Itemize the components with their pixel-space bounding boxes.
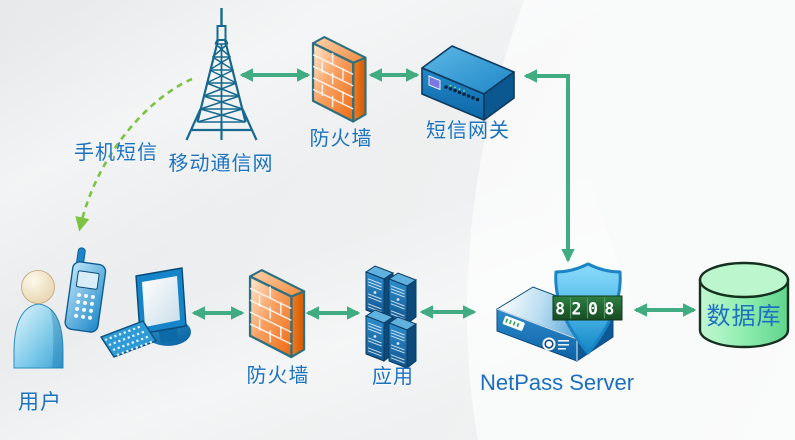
shield-code: 8208 bbox=[555, 300, 621, 319]
firewall-icon bbox=[248, 268, 306, 359]
keyboard-icon bbox=[100, 320, 157, 358]
radio-tower-icon bbox=[185, 8, 258, 141]
label-application: 应用 bbox=[372, 366, 414, 388]
label-database: 数据库 bbox=[706, 303, 782, 330]
label-user: 用户 bbox=[18, 391, 62, 414]
mobile-phone-icon bbox=[64, 247, 107, 333]
elbow-connector-gateway-netpass bbox=[523, 69, 575, 263]
network-appliance-icon bbox=[421, 45, 515, 121]
label-mobile-sms: 手机短信 bbox=[74, 142, 158, 164]
firewall-icon bbox=[311, 35, 367, 123]
server-stack-icon bbox=[365, 265, 417, 369]
label-netpass-server: NetPass Server bbox=[479, 370, 635, 395]
label-sms-gateway: 短信网关 bbox=[426, 120, 510, 142]
netpass-appliance-shield-icon: 8208 bbox=[495, 262, 623, 362]
monitor-icon bbox=[135, 267, 191, 346]
label-mobile-network: 移动通信网 bbox=[168, 153, 274, 175]
shield-port-band: 8208 bbox=[552, 295, 623, 321]
label-firewall-bottom: 防火墙 bbox=[246, 365, 310, 387]
label-firewall-top: 防火墙 bbox=[309, 128, 373, 150]
database-cylinder-icon bbox=[698, 261, 790, 349]
appliance-logo bbox=[542, 337, 569, 351]
appliance-sticker bbox=[502, 315, 525, 331]
user-icon bbox=[13, 270, 64, 369]
